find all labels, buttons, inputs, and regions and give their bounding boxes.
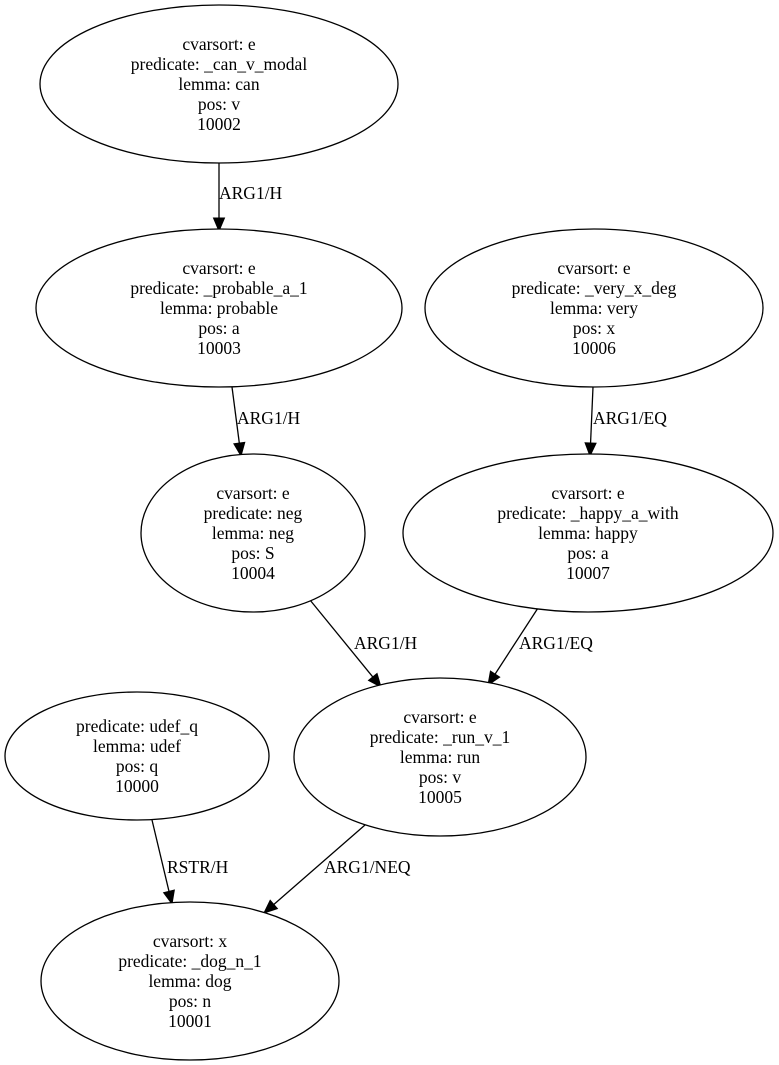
node-line: pos: a <box>567 543 609 563</box>
node-line: predicate: _can_v_modal <box>131 54 308 74</box>
edge-10006-10007: ARG1/EQ <box>584 386 667 458</box>
arrowhead-icon <box>212 217 226 233</box>
node-ellipse <box>140 453 366 613</box>
edge-line <box>231 386 240 444</box>
edges-layer: ARG1/H ARG1/H ARG1/EQ ARG1/H ARG1/EQ RSTR/H AR… <box>151 163 667 914</box>
edge-label: ARG1/EQ <box>593 408 667 428</box>
node-ellipse <box>424 228 764 388</box>
edge-10007-10005: ARG1/EQ <box>487 607 593 687</box>
node-line: cvarsort: e <box>403 707 477 727</box>
node-line: lemma: dog <box>148 971 231 991</box>
node-line: 10005 <box>418 787 462 807</box>
edge-label: ARG1/H <box>237 408 301 428</box>
node-line: pos: S <box>231 543 274 563</box>
edge-10000-10001: RSTR/H <box>151 819 229 906</box>
node-ellipse <box>39 4 399 164</box>
node-line: predicate: _run_v_1 <box>370 727 510 747</box>
edge-10004-10005: ARG1/H <box>309 599 418 688</box>
node-line: lemma: udef <box>93 736 181 756</box>
node-ellipse <box>4 691 270 821</box>
arrowhead-icon <box>162 889 175 906</box>
node-line: predicate: neg <box>204 503 303 523</box>
arrowhead-icon <box>263 899 279 914</box>
edge-label: ARG1/H <box>219 183 283 203</box>
node-line: 10003 <box>197 338 241 358</box>
node-line: pos: v <box>419 767 462 787</box>
edge-line <box>151 819 170 892</box>
edge-line <box>589 386 594 444</box>
edge-line <box>309 599 374 678</box>
node-line: 10002 <box>197 114 241 134</box>
node-line: pos: n <box>169 991 212 1011</box>
node-line: lemma: very <box>550 298 638 318</box>
edge-10002-10003: ARG1/H <box>212 163 283 233</box>
node-line: lemma: probable <box>160 298 278 318</box>
edge-label: RSTR/H <box>167 857 229 877</box>
edge-line <box>273 824 366 905</box>
node-ellipse <box>40 901 340 1061</box>
node-line: lemma: can <box>178 74 259 94</box>
node-line: lemma: run <box>400 747 480 767</box>
edge-10005-10001: ARG1/NEQ <box>263 824 411 914</box>
node-line: predicate: udef_q <box>76 716 198 736</box>
node-line: 10004 <box>231 563 275 583</box>
node-line: cvarsort: e <box>551 483 625 503</box>
node-line: pos: x <box>573 318 616 338</box>
arrowhead-icon <box>584 442 597 458</box>
node-ellipse <box>402 453 774 613</box>
node-line: pos: v <box>198 94 241 114</box>
edge-label: ARG1/H <box>354 633 418 653</box>
arrowhead-icon <box>233 441 246 458</box>
node-line: lemma: neg <box>212 523 294 543</box>
node-line: predicate: _probable_a_1 <box>130 278 307 298</box>
edge-line <box>494 607 539 675</box>
node-line: cvarsort: x <box>153 931 228 951</box>
arrowhead-icon <box>367 672 382 688</box>
node-line: 10000 <box>115 776 159 796</box>
node-line: pos: q <box>116 756 159 776</box>
node-line: pos: a <box>198 318 240 338</box>
edge-10003-10004: ARG1/H <box>231 386 301 458</box>
node-line: cvarsort: e <box>182 258 256 278</box>
arrowhead-icon <box>487 670 501 687</box>
node-line: 10007 <box>566 563 610 583</box>
node-line: predicate: _dog_n_1 <box>118 951 261 971</box>
node-ellipse <box>35 228 403 388</box>
node-line: cvarsort: e <box>557 258 631 278</box>
node-ellipse <box>293 677 587 837</box>
node-line: 10006 <box>572 338 616 358</box>
node-line: predicate: _happy_a_with <box>497 503 679 523</box>
edge-label: ARG1/EQ <box>519 633 593 653</box>
node-line: predicate: _very_x_deg <box>512 278 677 298</box>
node-line: 10001 <box>168 1011 212 1031</box>
node-line: lemma: happy <box>538 523 638 543</box>
node-line: cvarsort: e <box>182 34 256 54</box>
edge-label: ARG1/NEQ <box>324 857 411 877</box>
node-line: cvarsort: e <box>216 483 290 503</box>
